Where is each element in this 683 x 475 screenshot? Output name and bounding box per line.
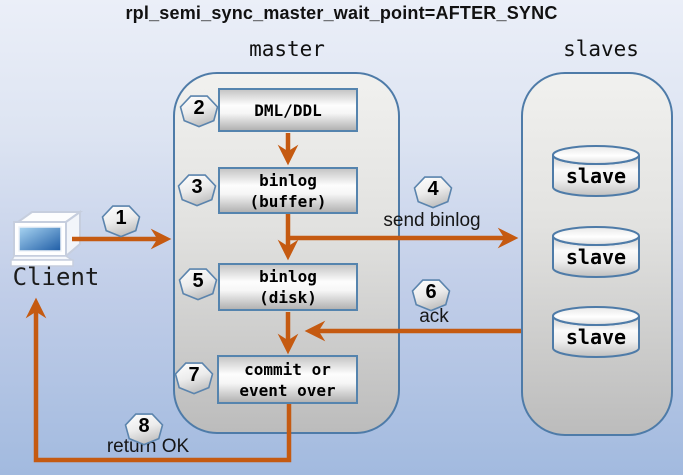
node-dml-ddl: DML/DDL <box>218 88 358 132</box>
slave-label: slave <box>565 245 627 269</box>
step-number: 4 <box>427 178 439 200</box>
node-commit-label: commit or event over <box>239 359 336 400</box>
database-icon <box>552 226 640 278</box>
step-badge-5: 5 <box>177 266 219 304</box>
node-binlog-buffer: binlog (buffer) <box>218 167 358 214</box>
slave-label: slave <box>565 325 627 349</box>
node-dml-ddl-label: DML/DDL <box>254 100 322 120</box>
node-binlog-disk: binlog (disk) <box>218 263 358 311</box>
slave-cylinder-2: slave <box>550 225 642 281</box>
database-icon <box>552 306 640 358</box>
caption-ack: ack <box>419 306 449 327</box>
caption-send-binlog: send binlog <box>383 210 481 231</box>
step-badge-6: 6 <box>410 277 452 315</box>
diagram-title: rpl_semi_sync_master_wait_point=AFTER_SY… <box>125 3 558 23</box>
step-number: 7 <box>188 364 200 386</box>
client-computer-icon <box>10 210 84 267</box>
step-badge-2: 2 <box>178 93 220 131</box>
client-label: Client <box>12 263 100 291</box>
step-number: 1 <box>115 207 127 229</box>
node-binlog-disk-label: binlog (disk) <box>259 267 317 307</box>
step-number: 3 <box>191 176 203 198</box>
step-badge-4: 4 <box>412 174 454 212</box>
node-binlog-buffer-label: binlog (buffer) <box>249 170 327 211</box>
slave-label: slave <box>565 164 627 188</box>
step-number: 5 <box>192 270 204 292</box>
database-icon <box>552 145 640 197</box>
step-badge-7: 7 <box>173 360 215 398</box>
step-number: 8 <box>138 415 150 437</box>
slave-cylinder-1: slave <box>550 144 642 200</box>
node-commit-event-over: commit or event over <box>217 355 358 404</box>
master-group-label: master <box>249 37 325 61</box>
step-badge-8: 8 <box>123 411 165 449</box>
step-number: 2 <box>193 97 205 119</box>
step-number: 6 <box>425 281 437 303</box>
step-badge-1: 1 <box>100 203 142 241</box>
step-badge-3: 3 <box>176 172 218 210</box>
slave-cylinder-3: slave <box>550 305 642 361</box>
slaves-group-label: slaves <box>563 37 639 61</box>
